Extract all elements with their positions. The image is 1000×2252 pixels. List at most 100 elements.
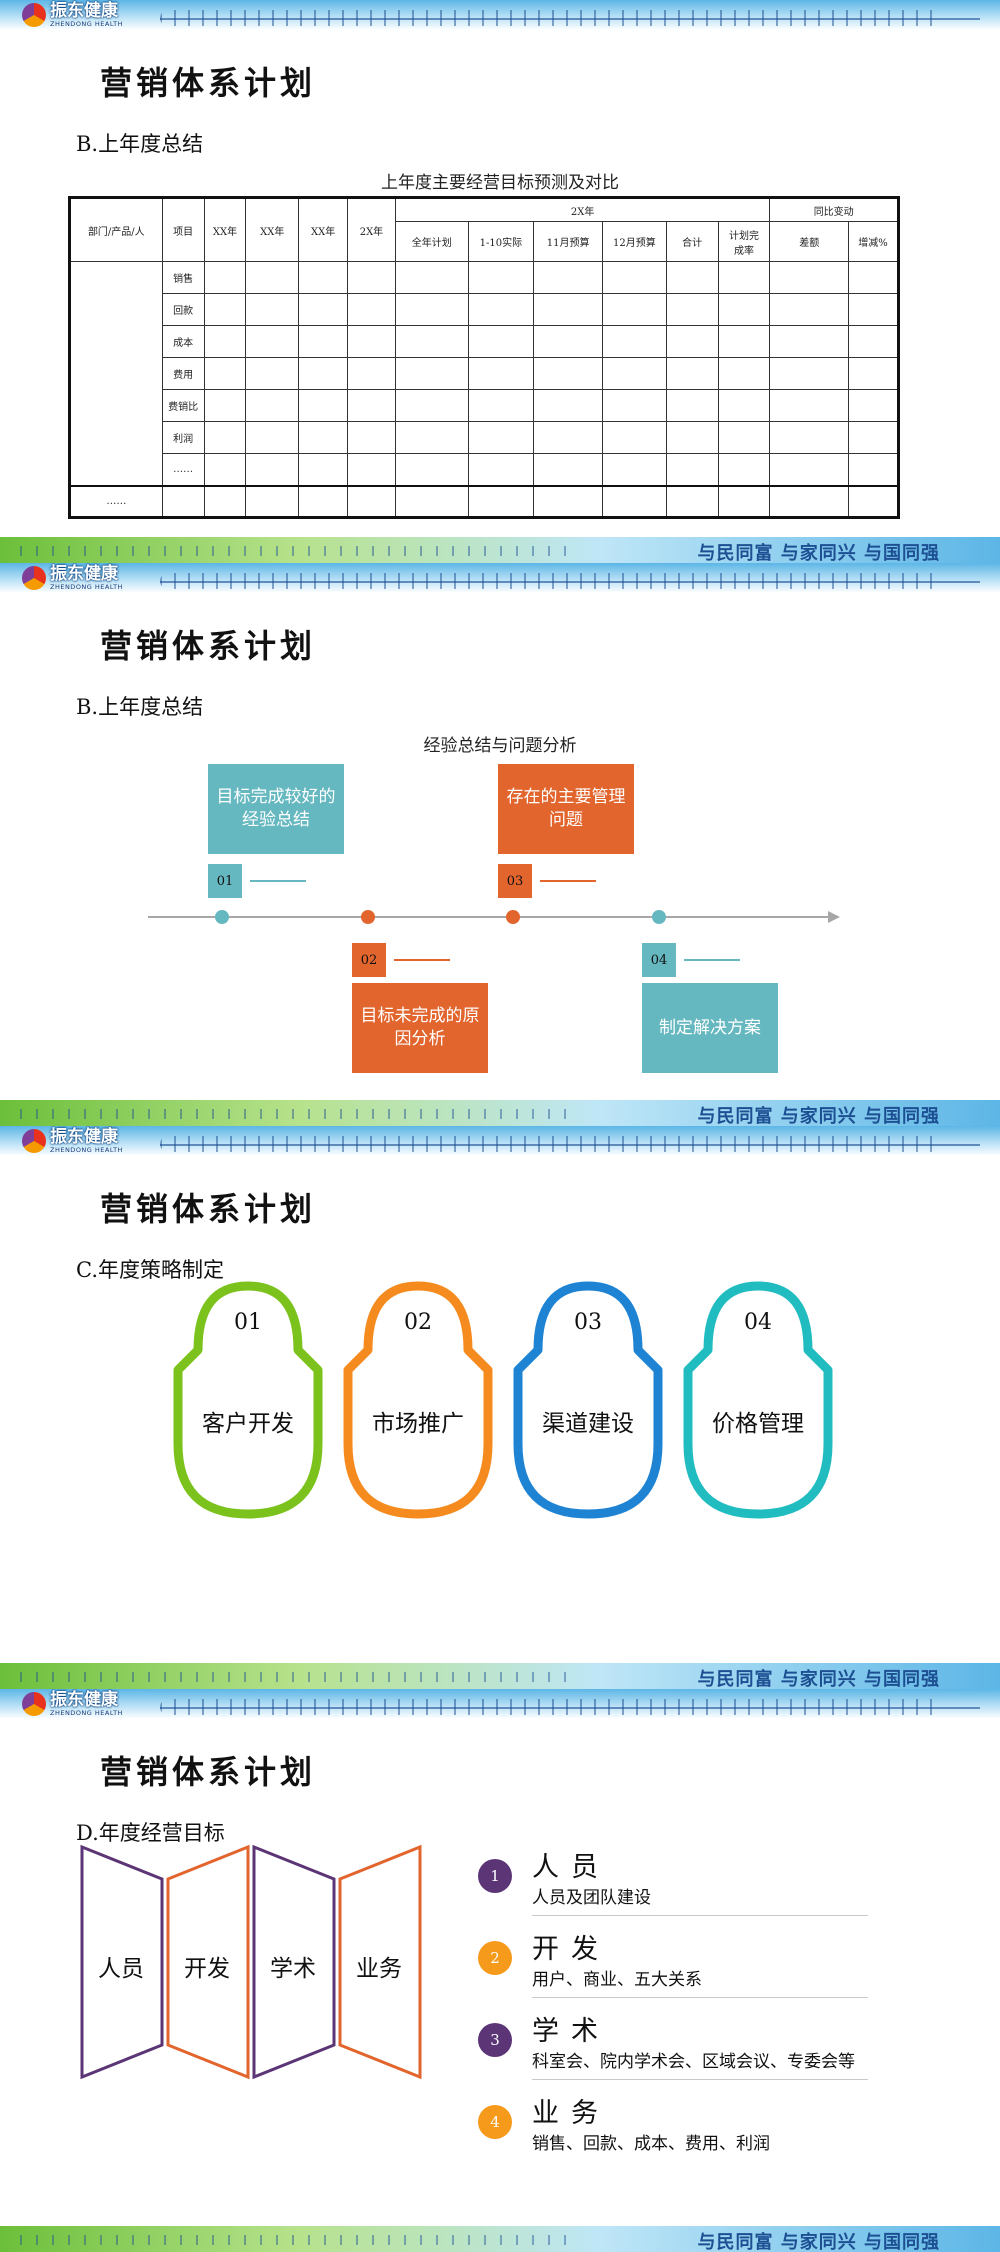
header-plan: 全年计划 <box>394 221 469 262</box>
goal-shape-label-3: 学术 <box>270 1956 316 1982</box>
slide-title: 营销体系计划 <box>100 64 317 102</box>
timeline-dash-1 <box>250 880 306 882</box>
value-cell <box>602 293 667 326</box>
value-cell <box>769 389 850 422</box>
goal-heading-2: 开发 <box>532 1934 610 1965</box>
slide-annual-strategy: 振东健康 ZHENDONG HEALTH 营销体系计划 C.年度策略制定 01 … <box>0 1126 1000 1689</box>
value-cell <box>665 453 719 486</box>
value-cell <box>717 325 771 358</box>
value-cell <box>394 357 469 390</box>
timeline-dot-1 <box>215 910 229 924</box>
dept-cell <box>69 261 163 486</box>
value-cell <box>203 357 247 390</box>
value-cell <box>848 325 899 358</box>
item-cell: 费用 <box>161 357 205 390</box>
timeline-box-1: 目标完成较好的经验总结 <box>208 764 344 854</box>
goal-item-4: 4 业务 销售、回款、成本、费用、利润 <box>478 2095 868 2173</box>
value-cell <box>848 389 899 422</box>
value-cell <box>298 261 349 294</box>
value-cell <box>602 453 667 486</box>
brand-name: 振东健康 <box>50 563 118 584</box>
value-cell <box>769 293 850 326</box>
slide-annual-goals: 振东健康 ZHENDONG HEALTH 营销体系计划 D.年度经营目标 人员 … <box>0 1689 1000 2252</box>
goals-shapes-svg <box>80 1844 422 2080</box>
strategy-num-3: 03 <box>574 1310 602 1335</box>
footer-decoration <box>20 1672 580 1682</box>
value-cell <box>717 453 771 486</box>
footer-band: 与民同富 与家同兴 与国同强 <box>0 1100 1000 1126</box>
target-comparison-table: 部门/产品/人 项目 XX年 XX年 XX年 2X年 2X年 同比变动 全年计划… <box>68 196 900 519</box>
footer-slogan: 与民同富 与家同兴 与国同强 <box>697 2232 940 2252</box>
value-cell <box>533 421 603 454</box>
goal-heading-1: 人员 <box>532 1852 610 1883</box>
value-cell <box>203 485 247 518</box>
section-subtitle: D.年度经营目标 <box>76 1821 225 1845</box>
timeline-dot-2 <box>361 910 375 924</box>
slide-title: 营销体系计划 <box>100 1753 317 1791</box>
header-line <box>160 1707 980 1709</box>
table-row: …… <box>70 453 899 486</box>
value-cell <box>203 293 247 326</box>
value-cell <box>298 357 349 390</box>
value-cell <box>467 453 535 486</box>
goal-desc-1: 人员及团队建设 <box>532 1888 651 1908</box>
item-cell: 销售 <box>161 261 205 294</box>
value-cell <box>717 261 771 294</box>
value-cell <box>769 261 850 294</box>
brand-english: ZHENDONG HEALTH <box>50 1145 123 1154</box>
header-line <box>160 581 980 583</box>
brand-english: ZHENDONG HEALTH <box>50 582 123 591</box>
strategy-card-2: 02 市场推广 <box>338 1276 498 1524</box>
timeline-text-2: 目标未完成的原因分析 <box>360 1006 480 1049</box>
strategy-card-4: 04 价格管理 <box>678 1276 838 1524</box>
value-cell <box>848 293 899 326</box>
goal-shape-2 <box>166 1844 250 2080</box>
goal-item-3: 3 学术 科室会、院内学术会、区域会议、专委会等 <box>478 2013 868 2091</box>
value-cell <box>717 357 771 390</box>
table-row: 回款 <box>70 293 899 326</box>
value-cell <box>848 261 899 294</box>
logo-icon <box>22 1129 46 1153</box>
value-cell <box>717 421 771 454</box>
value-cell <box>467 421 535 454</box>
brand-logo: 振东健康 ZHENDONG HEALTH <box>22 1689 123 1717</box>
value-cell <box>298 453 349 486</box>
value-cell <box>717 389 771 422</box>
goal-separator <box>532 1915 868 1916</box>
item-cell: 回款 <box>161 293 205 326</box>
value-cell <box>533 485 603 518</box>
slide-title: 营销体系计划 <box>100 1190 317 1228</box>
value-cell <box>717 293 771 326</box>
footer-slogan: 与民同富 与家同兴 与国同强 <box>697 1106 940 1126</box>
strategy-num-4: 04 <box>744 1310 772 1335</box>
header-band: 振东健康 ZHENDONG HEALTH <box>0 0 1000 30</box>
goal-num-2: 2 <box>478 1941 512 1975</box>
header-band: 振东健康 ZHENDONG HEALTH <box>0 563 1000 593</box>
timeline-num-1: 01 <box>208 864 242 898</box>
brand-english: ZHENDONG HEALTH <box>50 1708 123 1717</box>
value-cell <box>245 293 300 326</box>
header-group-year: 2X年 <box>394 197 771 222</box>
item-cell: …… <box>161 453 205 486</box>
brand-name: 振东健康 <box>50 1126 118 1147</box>
header-line <box>160 1144 980 1146</box>
slide-title: 营销体系计划 <box>100 627 317 665</box>
value-cell <box>298 389 349 422</box>
timeline-dash-2 <box>394 959 450 961</box>
dept-cell: …… <box>69 485 163 518</box>
timeline-dot-3 <box>506 910 520 924</box>
value-cell <box>467 325 535 358</box>
timeline-axis <box>148 916 834 918</box>
value-cell <box>394 293 469 326</box>
value-cell <box>347 293 396 326</box>
goal-heading-3: 学术 <box>532 2016 610 2047</box>
strategy-num-1: 01 <box>234 1310 262 1335</box>
value-cell <box>602 421 667 454</box>
brand-name: 振东健康 <box>50 1689 118 1710</box>
value-cell <box>347 261 396 294</box>
goal-item-1: 1 人员 人员及团队建设 <box>478 1849 868 1927</box>
timeline-heading: 经验总结与问题分析 <box>423 736 577 756</box>
timeline-text-4: 制定解决方案 <box>659 1017 761 1038</box>
value-cell <box>245 453 300 486</box>
value-cell <box>203 325 247 358</box>
